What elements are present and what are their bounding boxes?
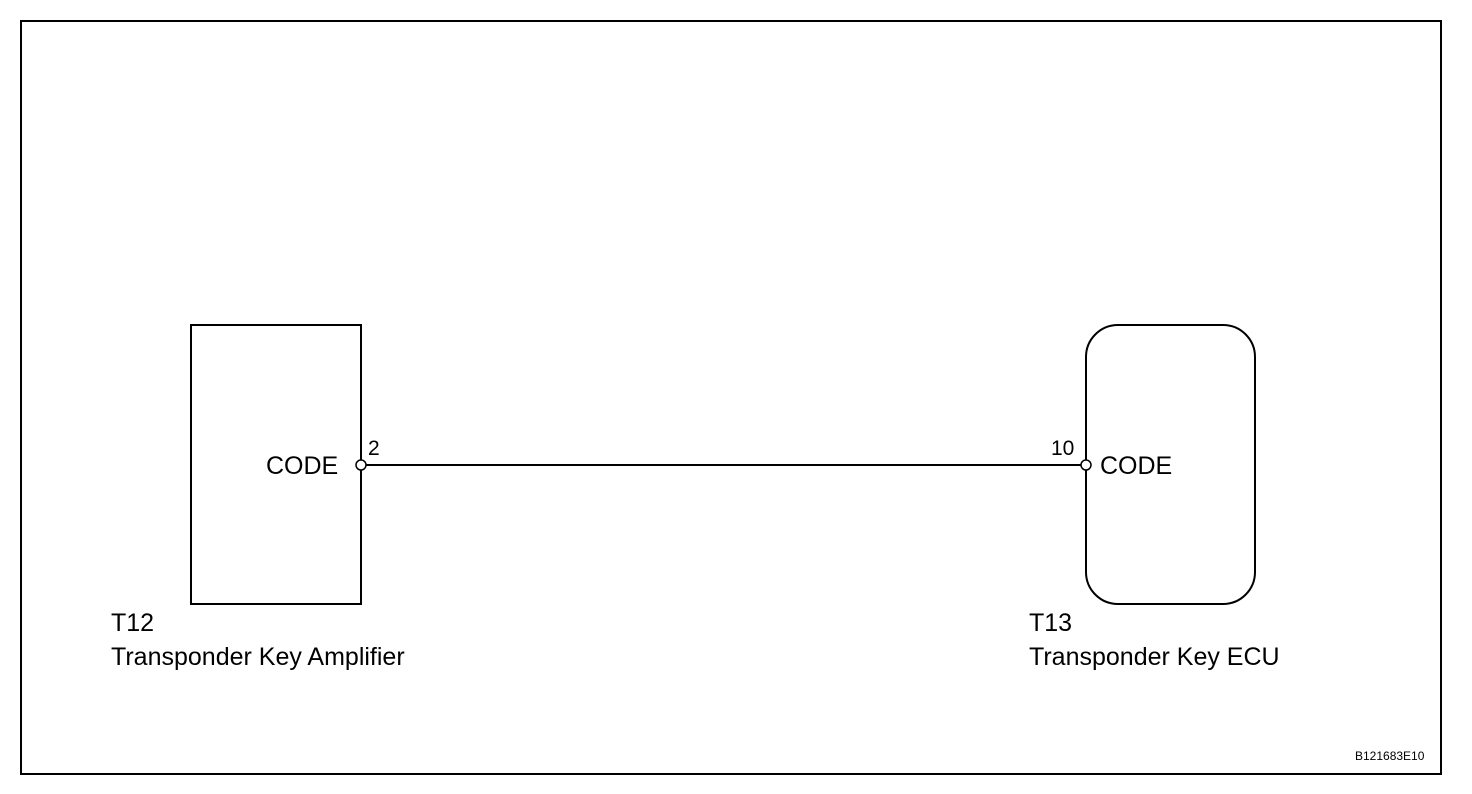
t12-terminal-2 [355, 459, 367, 471]
t13-terminal-10 [1080, 459, 1092, 471]
figure-id: B121683E10 [1355, 749, 1425, 763]
t12-component-code: T12 [111, 609, 155, 637]
t12-component-name: Transponder Key Amplifier [111, 643, 405, 671]
diagram-frame [20, 20, 1442, 775]
t12-pin-name: CODE [266, 452, 339, 480]
t13-pin-name: CODE [1100, 452, 1173, 480]
t13-component-name: Transponder Key ECU [1029, 643, 1280, 671]
t13-component-code: T13 [1029, 609, 1073, 637]
t13-pin-number: 10 [1051, 437, 1075, 460]
t12-pin-number: 2 [368, 437, 380, 460]
